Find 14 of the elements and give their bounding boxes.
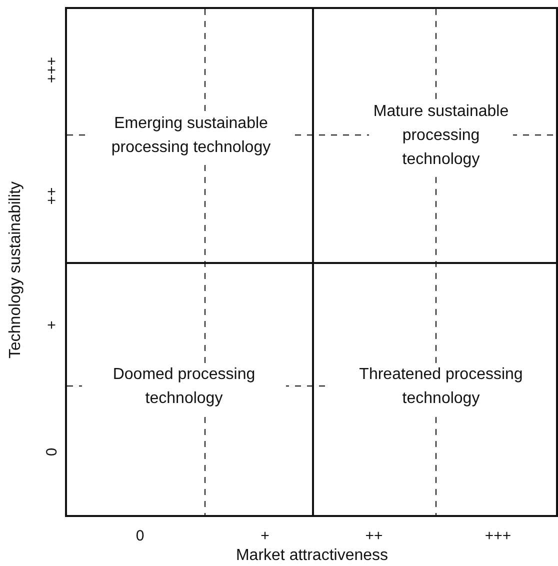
axis-tick-label: +++ bbox=[484, 528, 512, 544]
axis-tick-label: +++ bbox=[44, 56, 60, 84]
axis-tick-label: 0 bbox=[44, 448, 60, 456]
axis-title: Market attractiveness bbox=[236, 547, 388, 565]
axis-tick-label: ++ bbox=[365, 528, 383, 544]
quadrant bbox=[313, 8, 558, 263]
axis-title: Technology sustainability bbox=[7, 182, 25, 358]
axis-tick-label: ++ bbox=[44, 187, 60, 205]
quadrant bbox=[66, 263, 313, 516]
quadrant bbox=[66, 8, 313, 263]
quadrant bbox=[313, 263, 558, 516]
axis-tick-label: 0 bbox=[136, 528, 144, 544]
axis-tick-label: + bbox=[44, 320, 60, 330]
axis-tick-label: + bbox=[260, 528, 270, 544]
